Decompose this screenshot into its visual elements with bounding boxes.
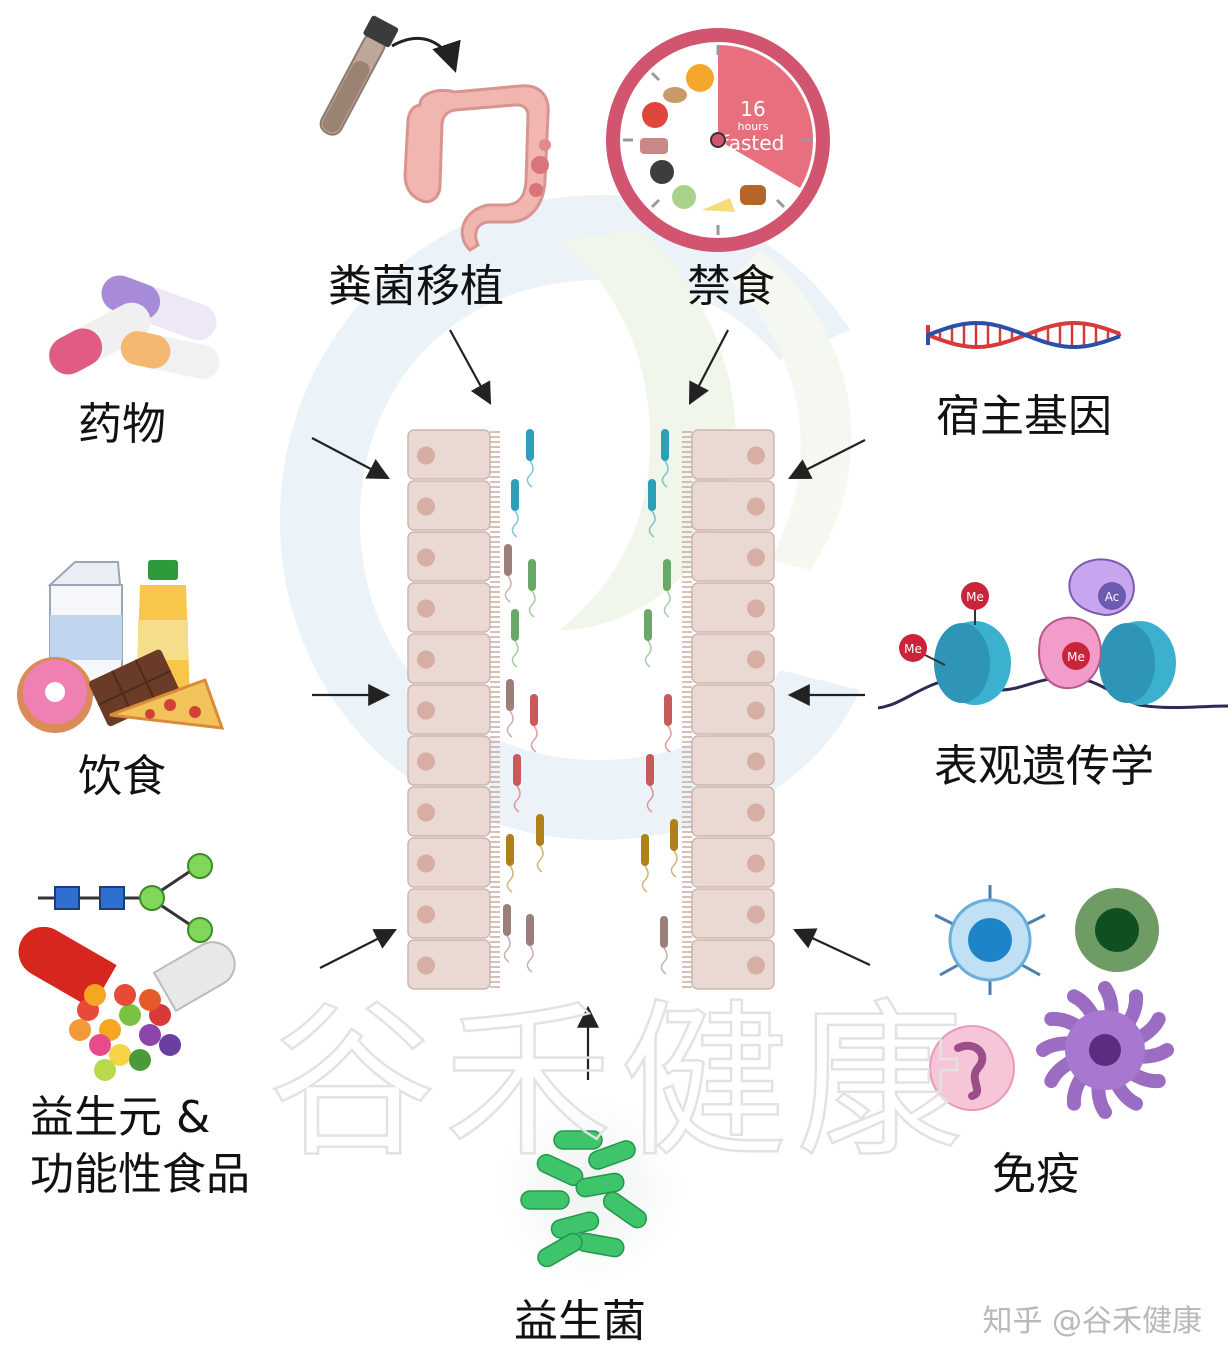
pills-icon xyxy=(49,275,220,379)
diet-foods-icon xyxy=(17,560,225,733)
label-prebiotics-line1: 益生元 & xyxy=(30,1092,211,1143)
histone-mark-4: Ac xyxy=(1105,590,1120,604)
label-epigenetics: 表观遗传学 xyxy=(934,741,1154,792)
label-fmt: 粪菌移植 xyxy=(328,261,504,312)
label-drugs: 药物 xyxy=(78,399,166,450)
fasting-clock-icon: 16 hours fasted xyxy=(606,28,830,252)
watermark: 谷禾健康 xyxy=(268,984,972,1180)
background-logo xyxy=(280,195,860,840)
label-prebiotics-line2: 功能性食品 xyxy=(30,1149,250,1200)
gut-epithelium-right xyxy=(682,429,775,990)
nucleosome-icon: Me Me Me Ac xyxy=(877,558,1229,710)
arrow-prebiotics xyxy=(319,929,397,969)
clock-state: fasted xyxy=(722,131,785,155)
immune-cells-icon xyxy=(929,885,1174,1119)
test-tube-icon xyxy=(319,15,461,136)
arrow-drugs xyxy=(311,437,390,480)
clock-hours: 16 xyxy=(740,97,765,121)
histone-mark-2: Me xyxy=(966,590,984,604)
dna-helix-icon xyxy=(926,320,1122,350)
label-probiotics: 益生菌 xyxy=(514,1296,646,1347)
colon-icon xyxy=(403,84,551,252)
gut-bacteria xyxy=(503,429,678,975)
histone-mark-1: Me xyxy=(904,642,922,656)
arrows xyxy=(311,329,871,1080)
label-fasting: 禁食 xyxy=(687,261,775,312)
gut-epithelium-left xyxy=(407,429,500,990)
histone-mark-3: Me xyxy=(1067,650,1085,664)
prebiotic-molecule-icon xyxy=(38,853,213,943)
label-diet: 饮食 xyxy=(78,751,166,802)
capsule-fruit-icon xyxy=(18,926,236,1081)
probiotic-bacteria-icon xyxy=(495,1095,685,1285)
arrow-host-genes xyxy=(788,439,866,479)
label-host-genes: 宿主基因 xyxy=(936,391,1112,442)
arrow-fasting xyxy=(688,329,729,405)
author-credit: 知乎 @谷禾健康 xyxy=(982,1304,1202,1339)
arrow-immunity xyxy=(793,928,871,966)
arrow-fmt xyxy=(449,329,492,405)
label-immunity: 免疫 xyxy=(992,1149,1080,1200)
clock-unit: hours xyxy=(738,120,769,133)
